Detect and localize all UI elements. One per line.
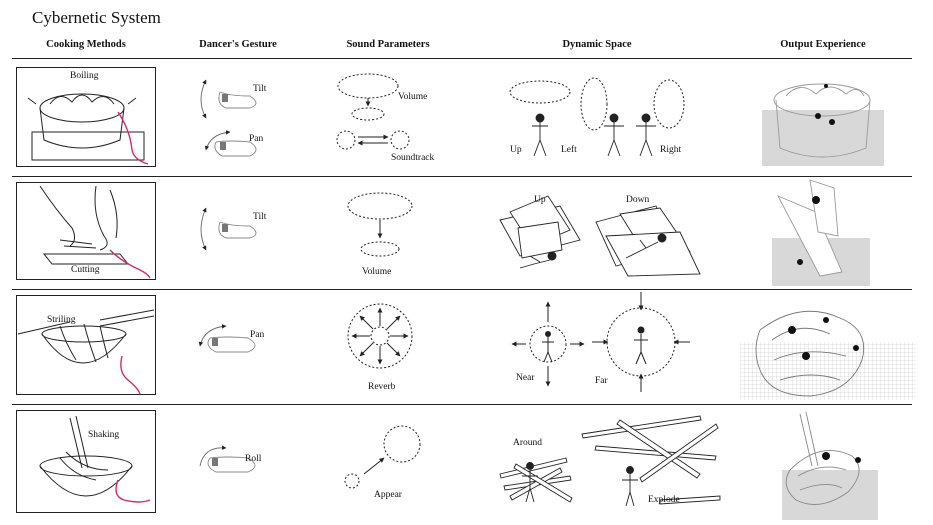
row-divider-3	[12, 404, 912, 405]
gesture-label-pan-row3: Pan	[250, 330, 265, 340]
diagram-title: Cybernetic System	[32, 8, 161, 27]
gesture-label-tilt: Tilt	[253, 84, 267, 94]
gesture-pan-hand-row3	[198, 324, 256, 353]
output-striling-noodles	[755, 310, 865, 397]
sound-volume-large	[337, 73, 399, 99]
space-label-right: Right	[660, 145, 682, 155]
sound-volume-small	[351, 107, 385, 121]
space-label-left: Left	[561, 145, 577, 155]
method-label-cutting: Cutting	[69, 265, 102, 275]
row-divider-top	[12, 58, 912, 59]
sound-label-appear: Appear	[374, 490, 402, 500]
cooking-panel-boiling	[16, 67, 156, 167]
output-shaking-noodles	[785, 411, 860, 505]
sound-appear-large	[383, 425, 421, 463]
method-label-striling: Striling	[47, 315, 76, 325]
shaking-cable	[115, 479, 151, 503]
striling-bowl-illustration	[17, 309, 155, 364]
sound-label-soundtrack: Soundtrack	[391, 153, 435, 163]
sound-reverb-diagram	[347, 303, 413, 369]
dancer-figures-row1	[532, 113, 656, 157]
space-far-diagram	[592, 292, 690, 392]
cooking-panel-cutting	[16, 182, 156, 280]
sound-track-a	[336, 130, 356, 150]
header-sound-parameters: Sound Parameters	[346, 39, 430, 50]
dancer-figures-row4	[522, 462, 638, 507]
space-label-explode: Explode	[648, 495, 680, 505]
cooking-panel-shaking	[16, 410, 156, 513]
space-label-near: Near	[516, 373, 535, 383]
sound-label-volume-row2: Volume	[362, 267, 392, 277]
header-dancers-gesture: Dancer's Gesture	[199, 39, 277, 50]
cutting-cable	[109, 249, 151, 279]
space-cutting-planes	[499, 195, 701, 277]
boiling-cable	[117, 111, 149, 165]
method-label-boiling: Boiling	[70, 71, 99, 81]
output-shaking-ground	[782, 470, 878, 520]
gesture-roll-hand	[199, 445, 256, 473]
space-label-up-row2: Up	[534, 195, 546, 205]
space-label-around: Around	[513, 438, 543, 448]
row-divider-1	[12, 176, 912, 177]
space-around-sticks	[499, 457, 573, 503]
cutting-illustration	[39, 185, 130, 265]
method-label-shaking: Shaking	[88, 430, 120, 440]
space-left-ellipse	[580, 77, 608, 131]
output-boiling-pot	[773, 83, 871, 158]
space-up-ellipse	[509, 80, 571, 104]
output-cutting-shapes	[777, 179, 843, 277]
space-label-down: Down	[626, 195, 650, 205]
sound-track-b	[390, 130, 410, 150]
space-label-far: Far	[595, 376, 608, 386]
cooking-panel-striling	[16, 295, 156, 395]
space-label-up: Up	[510, 145, 522, 155]
gesture-label-roll: Roll	[245, 454, 262, 464]
sound-label-volume: Volume	[398, 92, 428, 102]
gesture-label-tilt-row2: Tilt	[253, 212, 267, 222]
header-output-experience: Output Experience	[780, 39, 866, 50]
dancer-figures-row2	[519, 233, 667, 269]
shaking-bowl-illustration	[39, 415, 133, 497]
gesture-label-pan: Pan	[249, 134, 264, 144]
striling-cable	[120, 355, 141, 395]
row-divider-2	[12, 289, 912, 290]
sound-volume-small-row2	[360, 241, 400, 257]
gesture-tilt-hand	[200, 79, 257, 119]
output-boiling-ground	[762, 110, 884, 166]
sound-appear-small	[344, 473, 360, 489]
boiling-pot-illustration	[27, 93, 145, 161]
sound-volume-large-row2	[347, 192, 413, 220]
output-striling-grid	[740, 342, 916, 400]
space-explode-sticks	[581, 415, 721, 505]
space-right-ellipse	[653, 79, 685, 129]
sound-label-reverb: Reverb	[368, 382, 396, 392]
space-near-diagram	[511, 301, 585, 387]
gesture-tilt-hand-row2	[200, 207, 257, 251]
gesture-pan-hand	[204, 130, 257, 157]
header-dynamic-space: Dynamic Space	[562, 39, 632, 50]
header-cooking-methods: Cooking Methods	[46, 39, 126, 50]
